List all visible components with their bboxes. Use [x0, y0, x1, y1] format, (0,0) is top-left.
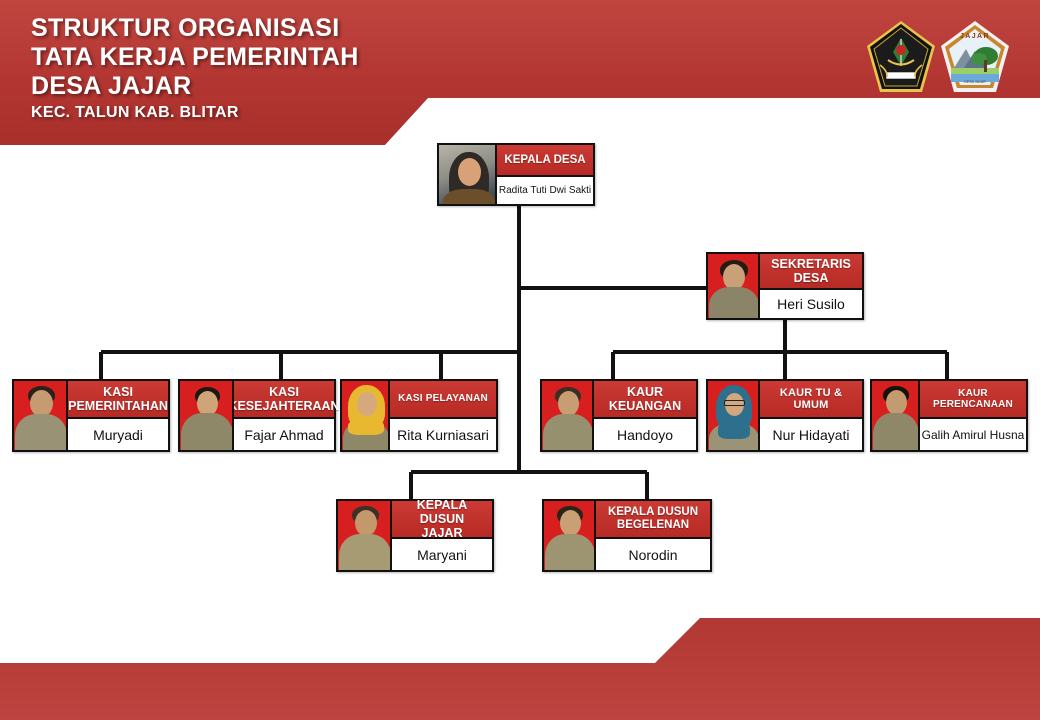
- node-name-kaur-per: Galih Amirul Husna: [921, 427, 1025, 442]
- node-title-kasi-pelayanan: KASI PELAYANAN: [390, 381, 496, 419]
- node-body-kepala-desa: KEPALA DESA Radita Tuti Dwi Sakti: [497, 145, 593, 204]
- node-body-kadus-jajar: KEPALA DUSUN JAJAR Maryani: [392, 498, 492, 570]
- node-title-kasi-kesejahteraan: KASI KESEJAHTERAAN: [228, 381, 340, 419]
- portrait-sekretaris-desa: [708, 254, 760, 318]
- node-title-kepala-dusun-jajar: KEPALA DUSUN JAJAR: [392, 498, 492, 540]
- node-title-line2-kadus-jajar: JAJAR: [421, 526, 463, 540]
- node-name-kasi-pel: Rita Kurniasari: [397, 426, 489, 443]
- header-title-block: STRUKTUR ORGANISASI TATA KERJA PEMERINTA…: [31, 14, 671, 123]
- node-title-line1-sekretaris: SEKRETARIS: [771, 257, 851, 271]
- footer-background-shape: [0, 618, 1040, 720]
- portrait-kasi-pelayanan: [342, 381, 390, 450]
- node-title-line1-kasi-kes: KASI: [269, 385, 299, 399]
- node-title-text-kepala-desa: KEPALA DESA: [504, 153, 586, 166]
- node-title-line1-kadus-jajar: KEPALA DUSUN: [416, 498, 468, 526]
- node-name-sekretaris: Heri Susilo: [777, 296, 845, 312]
- node-title-line2-kaur-keu: KEUANGAN: [608, 399, 682, 413]
- node-title-line1-kasi-pem: KASI: [103, 385, 133, 399]
- node-body-kadus-bege: KEPALA DUSUN BEGELENAN Norodin: [596, 501, 710, 570]
- node-body-sekretaris: SEKRETARIS DESA Heri Susilo: [760, 254, 862, 318]
- node-title-kaur-perencanaan: KAUR PERENCANAAN: [920, 381, 1026, 419]
- portrait-kaur-tu-umum: [708, 381, 760, 450]
- org-node-kepala-dusun-jajar[interactable]: KEPALA DUSUN JAJAR Maryani: [336, 498, 494, 572]
- node-name-kaur-keu: Handoyo: [616, 426, 674, 443]
- node-title-line1-kaur-keu: KAUR: [626, 385, 664, 399]
- portrait-kaur-perencanaan: [872, 381, 920, 450]
- node-name-kadus-bege: Norodin: [628, 546, 678, 563]
- footer-banner: [0, 600, 1040, 720]
- portrait-kepala-dusun-jajar: [338, 501, 392, 570]
- header-title-line-2: TATA KERJA PEMERINTAH: [31, 43, 359, 71]
- portrait-kaur-keuangan: [542, 381, 594, 450]
- org-node-kasi-pemerintahan[interactable]: KASI PEMERINTAHAN Muryadi: [12, 379, 170, 452]
- desa-jajar-logo-icon: JAJAR DESA JAJAR: [940, 20, 1010, 94]
- node-title-line2-kasi-pem: PEMERINTAHAN: [68, 399, 168, 413]
- node-body-kaur-keu: KAUR KEUANGAN Handoyo: [594, 381, 696, 450]
- kabupaten-blitar-logo-icon: [866, 20, 936, 94]
- org-node-kasi-kesejahteraan[interactable]: KASI KESEJAHTERAAN Fajar Ahmad: [178, 379, 340, 452]
- node-title-line2-kadus-bege: BEGELENAN: [616, 519, 690, 531]
- org-node-kepala-dusun-begelenan[interactable]: KEPALA DUSUN BEGELENAN Norodin: [542, 499, 712, 572]
- node-body-kaur-tu: KAUR TU & UMUM Nur Hidayati: [760, 381, 862, 450]
- node-title-sekretaris-desa: SEKRETARIS DESA: [760, 254, 862, 290]
- header-title-line-3: DESA JAJAR: [31, 72, 192, 100]
- org-node-kaur-keuangan[interactable]: KAUR KEUANGAN Handoyo: [540, 379, 698, 452]
- portrait-kasi-pemerintahan: [14, 381, 68, 450]
- header-title-line-1: STRUKTUR ORGANISASI: [31, 14, 340, 42]
- node-name-kasi-kes: Fajar Ahmad: [244, 426, 324, 443]
- node-title-kepala-dusun-begelenan: KEPALA DUSUN BEGELENAN: [596, 501, 710, 539]
- org-node-kaur-tu-umum[interactable]: KAUR TU & UMUM Nur Hidayati: [706, 379, 864, 452]
- node-body-kaur-per: KAUR PERENCANAAN Galih Amirul Husna: [920, 381, 1026, 450]
- node-title-kepala-desa: KEPALA DESA: [497, 145, 593, 177]
- node-title-line2-kasi-kes: KESEJAHTERAAN: [228, 399, 340, 413]
- org-node-kasi-pelayanan[interactable]: KASI PELAYANAN Rita Kurniasari: [340, 379, 498, 452]
- portrait-kepala-dusun-begelenan: [544, 501, 596, 570]
- node-title-text-kasi-pel: KASI PELAYANAN: [398, 393, 488, 405]
- org-node-sekretaris-desa[interactable]: SEKRETARIS DESA Heri Susilo: [706, 252, 864, 320]
- node-title-line1-kadus-bege: KEPALA DUSUN: [607, 506, 699, 519]
- org-node-kaur-perencanaan[interactable]: KAUR PERENCANAAN Galih Amirul Husna: [870, 379, 1028, 452]
- node-name-kaur-tu: Nur Hidayati: [772, 426, 850, 443]
- svg-text:DESA JAJAR: DESA JAJAR: [964, 80, 986, 84]
- node-title-kaur-keuangan: KAUR KEUANGAN: [594, 381, 696, 419]
- node-body-kasi-pem: KASI PEMERINTAHAN Muryadi: [68, 381, 168, 450]
- node-name-kasi-pem: Muryadi: [93, 426, 143, 443]
- svg-text:JAJAR: JAJAR: [960, 33, 990, 40]
- node-title-text-kaur-tu: KAUR TU & UMUM: [779, 386, 843, 411]
- header-subtitle: KEC. TALUN KAB. BLITAR: [31, 104, 239, 121]
- node-body-kasi-kes: KASI KESEJAHTERAAN Fajar Ahmad: [228, 381, 340, 450]
- portrait-kasi-kesejahteraan: [180, 381, 234, 450]
- org-node-kepala-desa[interactable]: KEPALA DESA Radita Tuti Dwi Sakti: [437, 143, 595, 206]
- node-body-kasi-pel: KASI PELAYANAN Rita Kurniasari: [390, 381, 496, 450]
- node-title-line2-sekretaris: DESA: [793, 271, 829, 285]
- node-name-kepala-desa: Radita Tuti Dwi Sakti: [498, 185, 592, 196]
- node-title-text-kaur-per: KAUR PERENCANAAN: [933, 387, 1013, 410]
- node-title-kaur-tu-umum: KAUR TU & UMUM: [760, 381, 862, 419]
- node-title-kasi-pemerintahan: KASI PEMERINTAHAN: [68, 381, 168, 419]
- portrait-kepala-desa: [439, 145, 497, 204]
- node-name-kadus-jajar: Maryani: [417, 546, 467, 563]
